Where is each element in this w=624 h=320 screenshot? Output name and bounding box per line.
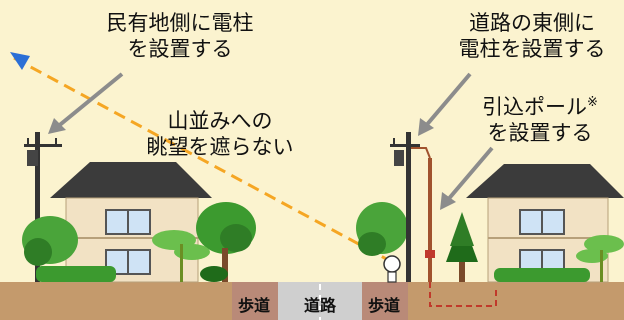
- left-vegetation: [22, 202, 256, 282]
- sidewalk-left-label: 歩道: [237, 296, 270, 315]
- left-tree-trunk: [222, 248, 228, 282]
- sidewalk-right: [362, 282, 408, 320]
- arrow-left-pole: [54, 72, 124, 130]
- left-house: [50, 162, 212, 283]
- arrow-service-pole: [444, 146, 494, 204]
- left-utility-pole: [24, 132, 62, 282]
- service-pole-shaft: [428, 158, 432, 282]
- center-tree: [356, 202, 408, 283]
- view-line: [13, 56, 393, 264]
- left-tree-crown-shade: [220, 224, 252, 252]
- underground-conduit: [429, 282, 497, 307]
- east-pole-shaft: [406, 132, 411, 282]
- right-house-roof: [466, 164, 624, 198]
- left-palm-2: [174, 244, 210, 260]
- sidewalk-left: [232, 282, 278, 320]
- right-conifer-top: [450, 212, 474, 246]
- east-pole-crossarm: [390, 144, 420, 147]
- arrow-left-pole-head: [48, 118, 66, 134]
- service-pole-label-line2: を設置する: [487, 121, 593, 146]
- left-bush-1-shade: [24, 238, 52, 266]
- view-label: 山並みへの 眺望を遮らない: [120, 108, 320, 161]
- east-pole-label: 道路の東側に 電柱を設置する: [440, 10, 624, 63]
- service-pole-label-text: 引込ポール: [482, 95, 588, 119]
- left-pole-label-line2: を設置する: [127, 37, 233, 62]
- right-palm-2: [576, 249, 608, 263]
- right-vegetation: [446, 212, 624, 282]
- pointer-arrows: [48, 72, 494, 210]
- service-pole-footnote-mark: ※: [587, 95, 598, 110]
- right-hedge: [494, 268, 590, 282]
- left-ground-bush: [200, 266, 228, 282]
- left-pole-crossarm: [24, 144, 62, 147]
- road-label: 道路: [303, 296, 336, 315]
- east-pole-transformer: [394, 150, 404, 166]
- view-line-arrowhead: [10, 52, 30, 70]
- service-pole-box: [425, 250, 435, 258]
- arrow-east-pole-head: [418, 118, 434, 136]
- east-utility-pole: [390, 132, 431, 282]
- service-pole-label-line1: 引込ポール※: [456, 94, 624, 120]
- left-pole-transformer: [27, 150, 38, 166]
- arrow-service-pole-head: [440, 192, 456, 210]
- right-conifer-trunk: [459, 262, 465, 282]
- observer-body: [387, 271, 397, 283]
- left-hedge: [36, 266, 116, 282]
- east-pole-label-line2: 電柱を設置する: [458, 37, 606, 62]
- view-label-line2: 眺望を遮らない: [146, 135, 294, 160]
- sidewalk-right-label: 歩道: [367, 296, 400, 315]
- left-palm-trunk: [180, 244, 183, 282]
- view-label-line1: 山並みへの: [167, 109, 273, 133]
- east-pole-lamp-arm: [411, 147, 431, 159]
- left-pole-label-line1: 民有地側に電柱: [106, 11, 254, 35]
- right-palm-trunk: [600, 250, 603, 282]
- arrow-east-pole: [422, 72, 472, 130]
- right-palm-1: [584, 235, 624, 253]
- service-pole: [425, 158, 497, 307]
- left-pole-label: 民有地側に電柱 を設置する: [70, 10, 290, 63]
- east-pole-label-line1: 道路の東側に: [469, 11, 595, 35]
- center-tree-crown-shade: [358, 232, 386, 256]
- left-pole-shaft: [35, 132, 40, 282]
- left-house-roof: [50, 162, 212, 198]
- service-pole-label: 引込ポール※ を設置する: [456, 94, 624, 147]
- observer-icon: [383, 255, 401, 273]
